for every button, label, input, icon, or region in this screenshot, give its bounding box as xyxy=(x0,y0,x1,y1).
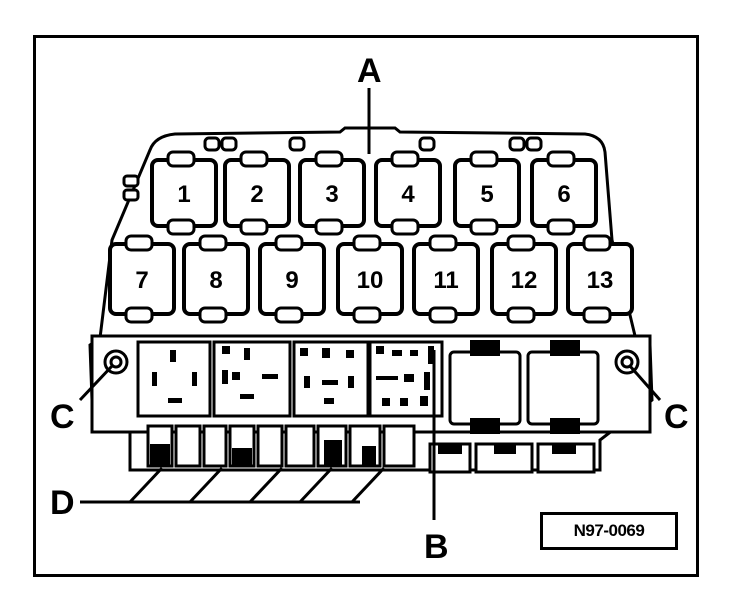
callout-c-left: C xyxy=(50,398,75,436)
top-clips xyxy=(122,136,543,202)
fuse-number-12: 12 xyxy=(511,267,538,294)
figure-code-box: N97-0069 xyxy=(540,512,678,550)
bottom-connectors xyxy=(146,424,596,474)
fuse-number-7: 7 xyxy=(135,267,148,294)
leader-c-left xyxy=(78,364,114,402)
callout-b: B xyxy=(424,528,449,566)
relay-socket-large-1 xyxy=(448,350,522,426)
fuse-number-1: 1 xyxy=(177,181,190,208)
leader-c-right xyxy=(628,365,662,401)
callout-d: D xyxy=(50,484,75,522)
fuse-number-6: 6 xyxy=(557,181,570,208)
fuse-number-13: 13 xyxy=(587,267,614,294)
fuse-number-10: 10 xyxy=(357,267,384,294)
relay-socket-large-2 xyxy=(526,350,600,426)
leader-lines xyxy=(78,88,662,520)
relay-pin-marks xyxy=(152,340,580,434)
mounting-hole-right xyxy=(614,349,640,375)
callout-a: A xyxy=(357,52,382,90)
fuse-number-4: 4 xyxy=(401,181,415,208)
fuse-number-9: 9 xyxy=(285,267,298,294)
figure-code: N97-0069 xyxy=(573,521,645,540)
relay-slots xyxy=(136,340,600,426)
fuse-number-3: 3 xyxy=(325,181,338,208)
fuse-number-11: 11 xyxy=(433,267,458,294)
callout-c-right: C xyxy=(664,398,689,436)
fuse-number-5: 5 xyxy=(480,181,493,208)
fuse-number-8: 8 xyxy=(209,267,222,294)
fuse-number-2: 2 xyxy=(250,181,263,208)
